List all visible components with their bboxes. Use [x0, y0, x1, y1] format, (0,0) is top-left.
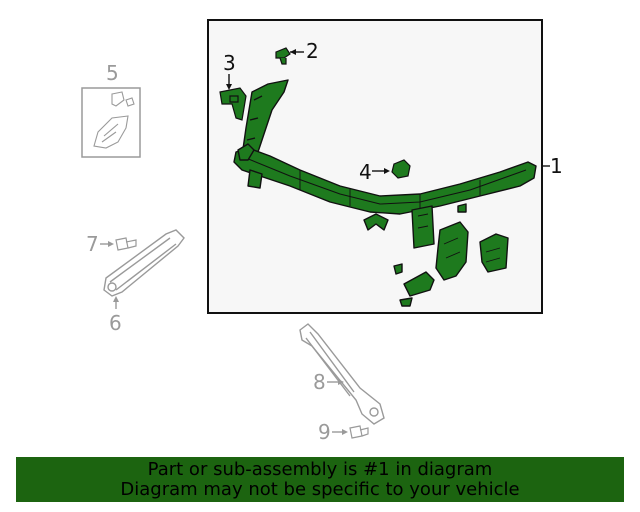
callout-arrow-3 [226, 84, 232, 90]
bumper-part-4[interactable] [391, 159, 411, 179]
part-info-banner: Part or sub-assembly is #1 in diagram Di… [16, 457, 624, 502]
brace-part-8[interactable] [299, 323, 385, 425]
brace-part-6[interactable] [103, 229, 185, 297]
callout-number-1[interactable]: 1 [550, 154, 563, 178]
callout-number-2[interactable]: 2 [306, 39, 319, 63]
bolt-part-9[interactable] [349, 425, 369, 439]
callout-arrow-8 [338, 379, 344, 385]
banner-line-disclaimer: Diagram may not be specific to your vehi… [120, 479, 520, 500]
callout-arrow-7 [108, 241, 114, 247]
callout-arrow-4 [384, 168, 390, 174]
insulator-part-5[interactable] [93, 91, 135, 149]
callout-number-3[interactable]: 3 [223, 51, 236, 75]
callout-number-4[interactable]: 4 [359, 160, 372, 184]
callout-arrow-2 [290, 49, 296, 55]
callout-arrow-9 [342, 429, 348, 435]
fastener-part-2[interactable] [275, 47, 291, 65]
banner-line-part: Part or sub-assembly is #1 in diagram [147, 459, 493, 480]
callout-number-6[interactable]: 6 [109, 311, 122, 335]
callout-number-8[interactable]: 8 [313, 370, 326, 394]
bracket-part-3[interactable] [219, 87, 247, 121]
radiator-support-part[interactable] [233, 79, 537, 307]
callout-number-7[interactable]: 7 [86, 232, 99, 256]
parts-diagram: 2 3 4 1 5 [81, 19, 563, 444]
callout-number-5[interactable]: 5 [106, 61, 119, 85]
bolt-part-7[interactable] [115, 237, 137, 251]
callout-number-9[interactable]: 9 [318, 420, 331, 444]
callout-arrow-6 [113, 296, 119, 302]
